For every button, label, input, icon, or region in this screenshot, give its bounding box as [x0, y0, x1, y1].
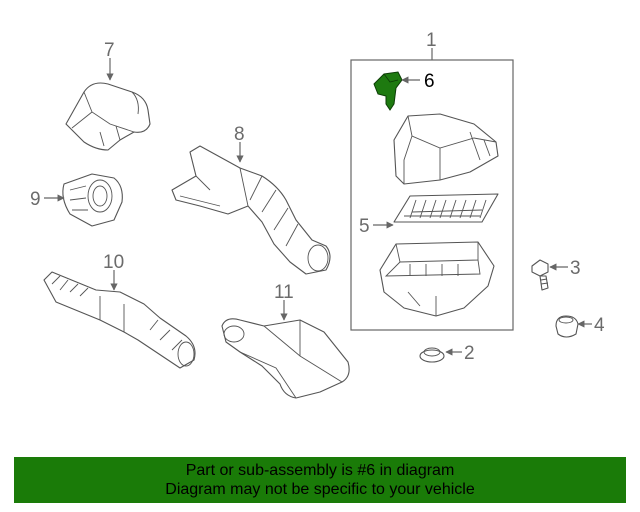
part-4-insulator[interactable]: [555, 315, 579, 338]
callout-9: 9: [30, 189, 41, 210]
banner-line-disclaimer: Diagram may not be specific to your vehi…: [165, 481, 475, 498]
parts-diagram: 7 9 8 10 11 1: [30, 30, 605, 399]
part-7-intake-duct[interactable]: [65, 82, 151, 151]
part-6-mass-air-flow-sensor[interactable]: [373, 71, 403, 111]
part-3-bolt[interactable]: [531, 259, 549, 291]
callout-5: 5: [359, 216, 370, 237]
callout-8: 8: [234, 124, 245, 145]
part-11-duct[interactable]: [221, 318, 350, 399]
callout-7: 7: [104, 40, 115, 61]
banner-line-part-info: Part or sub-assembly is #6 in diagram: [185, 462, 455, 479]
callout-11: 11: [274, 282, 294, 303]
part-5-air-filter[interactable]: [393, 193, 499, 223]
air-cleaner-lower-housing[interactable]: [379, 241, 495, 317]
callout-2: 2: [464, 343, 475, 364]
callout-6: 6: [424, 71, 435, 92]
part-8-intake-hose[interactable]: [171, 145, 331, 275]
part-2-grommet[interactable]: [419, 347, 445, 363]
info-banner: Part or sub-assembly is #6 in diagram Di…: [14, 457, 626, 503]
air-cleaner-upper-housing[interactable]: [393, 113, 499, 185]
part-9-resonator[interactable]: [62, 173, 123, 227]
callout-3: 3: [570, 258, 581, 279]
part-10-intake-tube[interactable]: [43, 271, 196, 369]
callout-1: 1: [426, 30, 437, 51]
callout-4: 4: [594, 315, 605, 336]
callout-10: 10: [103, 252, 124, 273]
